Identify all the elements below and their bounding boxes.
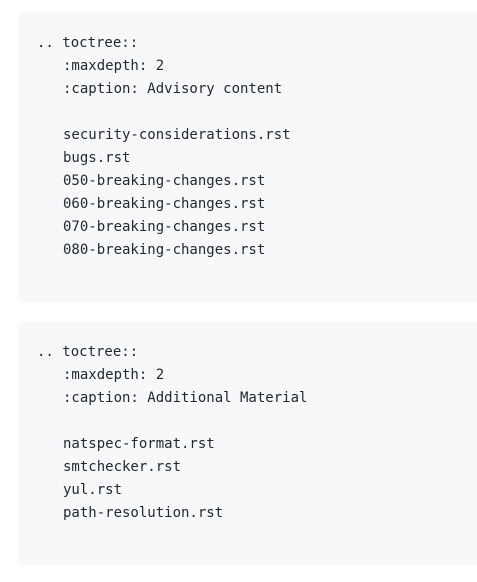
blank-line: [37, 101, 477, 124]
toctree-entry: yul.rst: [63, 482, 123, 498]
toctree-entry: bugs.rst: [63, 150, 131, 166]
toctree-entry: 060-breaking-changes.rst: [63, 196, 266, 212]
toctree-entry: path-resolution.rst: [63, 505, 224, 521]
toctree-entry: smtchecker.rst: [63, 459, 182, 475]
toctree-directive: .. toctree::: [37, 35, 139, 51]
toctree-entry: 050-breaking-changes.rst: [63, 173, 266, 189]
toctree-entry: natspec-format.rst: [63, 436, 215, 452]
code-block-advisory-content: .. toctree:: :maxdepth: 2 :caption: Advi…: [18, 13, 477, 302]
toctree-entry: 080-breaking-changes.rst: [63, 242, 266, 258]
code-block-additional-material: .. toctree:: :maxdepth: 2 :caption: Addi…: [18, 322, 477, 565]
maxdepth-option: :maxdepth: 2: [63, 58, 165, 74]
maxdepth-option: :maxdepth: 2: [63, 367, 165, 383]
toctree-entry: security-considerations.rst: [63, 127, 291, 143]
toctree-directive: .. toctree::: [37, 344, 139, 360]
toctree-entry: 070-breaking-changes.rst: [63, 219, 266, 235]
blank-line: [37, 410, 477, 433]
caption-option: :caption: Advisory content: [63, 81, 283, 97]
caption-option: :caption: Additional Material: [63, 390, 308, 406]
